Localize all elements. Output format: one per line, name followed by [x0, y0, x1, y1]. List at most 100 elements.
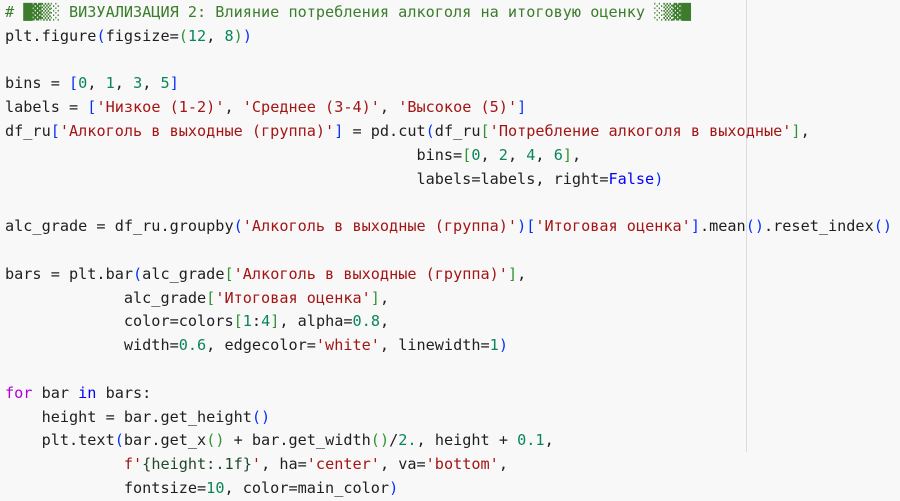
code-token: [ — [224, 264, 234, 283]
code-token: , alpha= — [279, 312, 353, 331]
code-token: [ — [462, 145, 472, 164]
code-token: [ — [233, 312, 243, 331]
code-token: [ — [480, 121, 490, 140]
code-token: + bar.get_width — [224, 431, 371, 450]
code-token — [5, 455, 124, 473]
code-token: f' — [123, 455, 143, 474]
code-token: [ — [526, 217, 536, 236]
code-token: 'Низкое (1-2)' — [96, 98, 225, 117]
code-line[interactable] — [5, 49, 892, 73]
code-token: () — [206, 431, 225, 450]
code-token: ( — [133, 264, 143, 283]
code-token: ] — [791, 121, 801, 140]
code-token: ) — [242, 26, 252, 45]
code-area[interactable]: # █▓▒░ ВИЗУАЛИЗАЦИЯ 2: Влияние потреблен… — [5, 1, 892, 501]
code-token: ( — [96, 26, 106, 45]
code-token: 2 — [498, 145, 508, 164]
code-line[interactable]: alc_grade = df_ru.groupby('Алкоголь в вы… — [5, 215, 892, 239]
code-token: , — [480, 145, 499, 164]
code-line[interactable]: labels = ['Низкое (1-2)', 'Среднее (3-4)… — [5, 96, 892, 120]
code-token: figsize= — [105, 26, 179, 45]
code-token: : — [251, 312, 262, 331]
code-line[interactable]: alc_grade['Итоговая оценка'], — [5, 287, 892, 311]
code-token: () — [745, 217, 764, 236]
code-token: alc_grade — [5, 288, 207, 307]
code-token: ( — [233, 217, 243, 236]
code-token: , color=main_color — [224, 478, 390, 497]
code-token: 8 — [224, 26, 234, 45]
code-token: ] — [169, 74, 179, 93]
code-line[interactable]: labels=labels, right=False) — [5, 168, 892, 192]
code-line[interactable]: fontsize=10, color=main_color) — [5, 477, 892, 501]
code-line[interactable]: color=colors[1:4], alpha=0.8, — [5, 310, 892, 334]
code-line[interactable]: # █▓▒░ ВИЗУАЛИЗАЦИЯ 2: Влияние потреблен… — [5, 1, 892, 25]
code-token: 5 — [160, 74, 170, 93]
code-line[interactable] — [5, 239, 892, 263]
code-token: , — [800, 121, 810, 140]
code-token: ] — [517, 98, 527, 117]
code-line[interactable]: f'{height:.1f}', ha='center', va='bottom… — [5, 453, 892, 477]
code-token: .reset_index — [764, 217, 874, 236]
code-token: () — [251, 407, 271, 426]
code-token: bars = plt.bar — [5, 264, 134, 283]
code-token: , edgecolor= — [206, 336, 316, 355]
code-token: labels=labels, right= — [5, 169, 609, 188]
code-line[interactable]: plt.text(bar.get_x() + bar.get_width()/2… — [5, 429, 892, 453]
code-token: for — [5, 383, 33, 402]
code-line[interactable]: bins=[0, 2, 4, 6], — [5, 144, 892, 168]
code-token: , — [535, 145, 554, 164]
code-token: [ — [87, 98, 97, 117]
code-token: ] — [562, 145, 573, 164]
code-line[interactable]: height = bar.get_height() — [5, 406, 892, 430]
code-token: 6 — [553, 145, 563, 164]
code-token: # █▓▒░ ВИЗУАЛИЗАЦИЯ 2: Влияние потреблен… — [5, 3, 691, 21]
code-token: 'Итоговая оценка' — [535, 217, 691, 236]
code-token: = pd.cut — [343, 121, 426, 140]
code-line[interactable]: plt.figure(figsize=(12, 8)) — [5, 25, 892, 49]
code-token: 10 — [206, 478, 225, 497]
code-token: bins = — [5, 74, 70, 93]
code-token: ' — [251, 455, 262, 474]
code-token: , — [224, 98, 243, 117]
code-token: 1 — [489, 336, 499, 355]
code-token: 0 — [471, 145, 481, 164]
code-token: 4 — [526, 145, 536, 164]
code-token: 0 — [78, 74, 88, 93]
code-line[interactable] — [5, 191, 892, 215]
code-line[interactable]: for bar in bars: — [5, 382, 892, 406]
code-token: , — [206, 26, 225, 45]
code-token: 'white' — [315, 336, 380, 355]
code-token: , — [544, 431, 554, 450]
code-token: 0.1 — [517, 431, 545, 450]
code-token: fontsize= — [5, 478, 207, 497]
code-token: 'Потребление алкоголя в выходные' — [489, 121, 792, 140]
code-token: 12 — [187, 26, 207, 45]
code-token: () — [873, 217, 893, 236]
column-ruler — [746, 0, 747, 452]
code-token: bars: — [96, 383, 152, 402]
code-token: 3 — [133, 74, 143, 93]
code-token: ] — [270, 312, 280, 331]
code-token: ] — [334, 121, 344, 140]
code-token: 2. — [398, 431, 417, 450]
code-token: False — [608, 169, 655, 188]
code-token: bar — [32, 383, 79, 402]
code-token: 4 — [261, 312, 271, 331]
code-token: ( — [114, 431, 124, 450]
code-line[interactable]: bins = [0, 1, 3, 5] — [5, 72, 892, 96]
code-token: {height:.1f} — [142, 455, 252, 474]
code-token: alc_grade = df_ru.groupby — [5, 217, 234, 236]
code-token: alc_grade — [142, 264, 225, 283]
code-token: ] — [507, 264, 518, 283]
code-token: , — [87, 74, 106, 93]
code-line[interactable]: df_ru['Алкоголь в выходные (группа)'] = … — [5, 120, 892, 144]
code-token: , — [114, 74, 134, 93]
code-token: labels = — [5, 98, 88, 117]
code-line[interactable]: bars = plt.bar(alc_grade['Алкоголь в вых… — [5, 263, 892, 287]
code-line[interactable]: width=0.6, edgecolor='white', linewidth=… — [5, 334, 892, 358]
code-token: 'Высокое (5)' — [398, 98, 518, 117]
code-token: 'Алкоголь в выходные (группа)' — [59, 121, 335, 140]
code-line[interactable] — [5, 358, 892, 382]
code-token: ( — [425, 121, 435, 140]
